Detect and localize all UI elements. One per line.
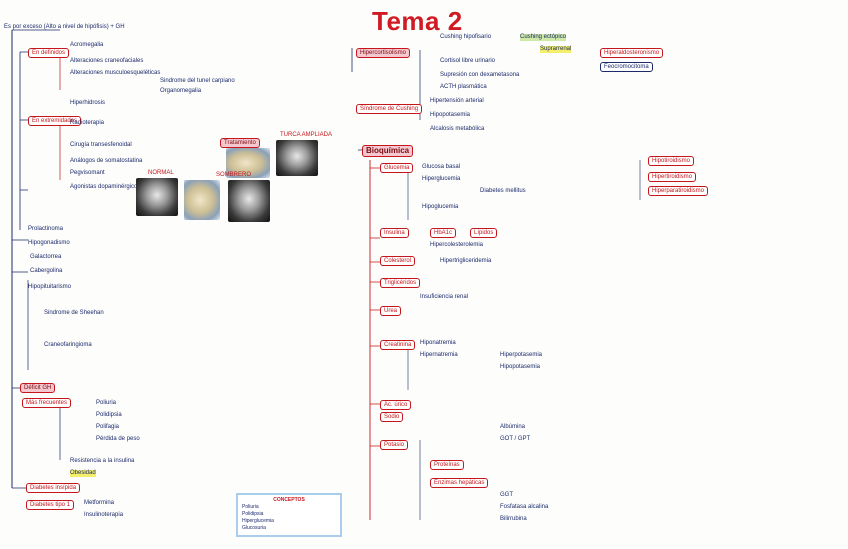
section-bioquimica: Bioquímica xyxy=(362,145,413,157)
page-title: Tema 2 xyxy=(372,6,463,37)
line-craneofaciales: Alteraciones craneofaciales xyxy=(70,58,143,65)
line-hipernatremia: Hipernatremia xyxy=(420,352,458,359)
line-perdida-peso: Pérdida de peso xyxy=(96,436,140,443)
top-note: Es por exceso (Alto a nivel de hipófisis… xyxy=(4,24,125,31)
box-glucemia: Glucemia xyxy=(380,163,413,173)
line-hiperglucemia: Hiperglucemia xyxy=(422,176,460,183)
line-poliuria: Poliuria xyxy=(96,400,116,407)
line-hipoglucemia: Hipoglucemia xyxy=(422,204,458,211)
concepts-box: CONCEPTOS Poliuria Polidipsia Hipergluce… xyxy=(236,493,342,537)
box-urea: Urea xyxy=(380,306,401,316)
line-fosfatasa: Fosfatasa alcalina xyxy=(500,504,548,511)
line-hipopotasemia: Hipopotasemia xyxy=(430,112,470,119)
box-proteinas: Proteínas xyxy=(430,460,464,470)
line-alcalosis: Alcalosis metabólica xyxy=(430,126,484,133)
line-musculoesqueleticas: Alteraciones musculoesqueléticas xyxy=(70,70,160,77)
line-insulinoterapia: Insulinoterapia xyxy=(84,512,123,519)
box-diabetes-insipida: Diabetes insípida xyxy=(26,483,80,493)
line-hipopituitarismo: Hipopituitarismo xyxy=(28,284,71,291)
box-hipercortisolismo: Hipercortisolismo xyxy=(356,48,410,58)
box-enzimas: Enzimas hepáticas xyxy=(430,478,488,488)
concept-line: Poliuria xyxy=(242,504,336,511)
line-acromegalia: Acromegalia xyxy=(70,42,103,49)
line-hiperpotasemia: Hiperpotasemia xyxy=(500,352,542,359)
box-trigliceridos: Triglicéridos xyxy=(380,278,420,288)
box-en-definidos: En definidos xyxy=(28,48,69,58)
line-metformina: Metformina xyxy=(84,500,114,507)
line-cirugia: Cirugía transesfenoidal xyxy=(70,142,132,149)
line-hipogonadismo: Hipogonadismo xyxy=(28,240,70,247)
concept-line: Glucosuria xyxy=(242,525,336,532)
line-organomegalia: Organomegalia xyxy=(160,88,201,95)
line-glucosa-basal: Glucosa basal xyxy=(422,164,460,171)
line-cushing-ectopico: Cushing ectópico xyxy=(520,34,566,41)
line-radioterapia: Radioterapia xyxy=(70,120,104,127)
line-hipertrigliceridemia: Hipertrigliceridemia xyxy=(440,258,491,265)
box-insulina: Insulina xyxy=(380,228,409,238)
line-cushing-hipofisario: Cushing hipofisario xyxy=(440,34,491,41)
box-hipotiroidismo: Hipotiroidismo xyxy=(648,156,694,166)
line-cortisol-urinario: Cortisol libre urinario xyxy=(440,58,495,65)
line-analogos: Análogos de somatostatina xyxy=(70,158,142,165)
box-hipertiroidismo: Hipertiroidismo xyxy=(648,172,696,182)
box-sindrome-cushing: Síndrome de Cushing xyxy=(356,104,422,114)
line-hipopotasemia-k: Hipopotasemia xyxy=(500,364,540,371)
line-prolactinoma: Prolactinoma xyxy=(28,226,63,233)
line-albumina: Albúmina xyxy=(500,424,525,431)
line-tunel-carpiano: Sindrome del tunel carpiano xyxy=(160,78,235,85)
line-sheehan: Sindrome de Sheehan xyxy=(44,310,104,317)
xray-image-turca xyxy=(276,140,318,176)
xray-image-normal xyxy=(136,178,178,216)
label-sombrero: SOMBRERO xyxy=(216,172,251,179)
line-cabergolina: Cabergolina xyxy=(30,268,62,275)
line-hiponatremia: Hiponatremia xyxy=(420,340,456,347)
concept-line: Hiperglucemia xyxy=(242,518,336,525)
box-lipidos: Lípidos xyxy=(470,228,497,238)
line-polifagia: Polifagia xyxy=(96,424,119,431)
line-galactorrea: Galactorrea xyxy=(30,254,61,261)
box-hiperparatiroidismo: Hiperparatiroidismo xyxy=(648,186,708,196)
line-ggt: GGT xyxy=(500,492,513,499)
concept-line: Polidipsia xyxy=(242,511,336,518)
line-resistencia-insulina: Resistencia a la insulina xyxy=(70,458,134,465)
line-got-gpt: GOT / GPT xyxy=(500,436,530,443)
line-suprarrenal: Suprarrenal xyxy=(540,46,571,53)
line-obesidad: Obesidad xyxy=(70,470,96,477)
line-acth: ACTH plasmática xyxy=(440,84,487,91)
line-hiperhidrosis: Hiperhidrosis xyxy=(70,100,105,107)
xray-image-sombrero xyxy=(228,180,270,222)
box-creatinina: Creatinina xyxy=(380,340,415,350)
label-turca-ampliada: TURCA AMPLIADA xyxy=(280,132,332,139)
line-polidipsia: Polidipsia xyxy=(96,412,122,419)
box-sodio: Sodio xyxy=(380,412,403,422)
box-tratamiento: Tratamiento xyxy=(220,138,260,148)
line-craneofaringioma: Craneofaringioma xyxy=(44,342,92,349)
box-mas-frecuentes: Más frecuentes xyxy=(22,398,71,408)
line-agonistas: Agonistas dopaminérgicos xyxy=(70,184,140,191)
box-acido-urico: Ác. úrico xyxy=(380,400,411,410)
box-deficit-gh: Déficit GH xyxy=(20,383,55,393)
box-diabetes-tipo1: Diabetes tipo 1 xyxy=(26,500,74,510)
line-hta: Hipertensión arterial xyxy=(430,98,484,105)
box-hba1c: HbA1c xyxy=(430,228,456,238)
concepts-title: CONCEPTOS xyxy=(242,497,336,504)
line-pegvisomant: Pegvisomant xyxy=(70,170,105,177)
line-insuficiencia-renal: Insuficiencia renal xyxy=(420,294,468,301)
box-potasio: Potasio xyxy=(380,440,408,450)
box-colesterol: Colesterol xyxy=(380,256,415,266)
line-dexametasona: Supresión con dexametasona xyxy=(440,72,519,79)
line-dm: Diabetes mellitus xyxy=(480,188,526,195)
box-feocromocitoma: Feocromocitoma xyxy=(600,62,653,72)
line-bilirrubina: Bilirrubina xyxy=(500,516,527,523)
line-hipercolesterolemia: Hipercolesterolemia xyxy=(430,242,483,249)
label-normal: NORMAL xyxy=(148,170,174,177)
skull-image-2 xyxy=(184,180,220,220)
box-hiperaldosteronismo: Hiperaldosteronismo xyxy=(600,48,663,58)
